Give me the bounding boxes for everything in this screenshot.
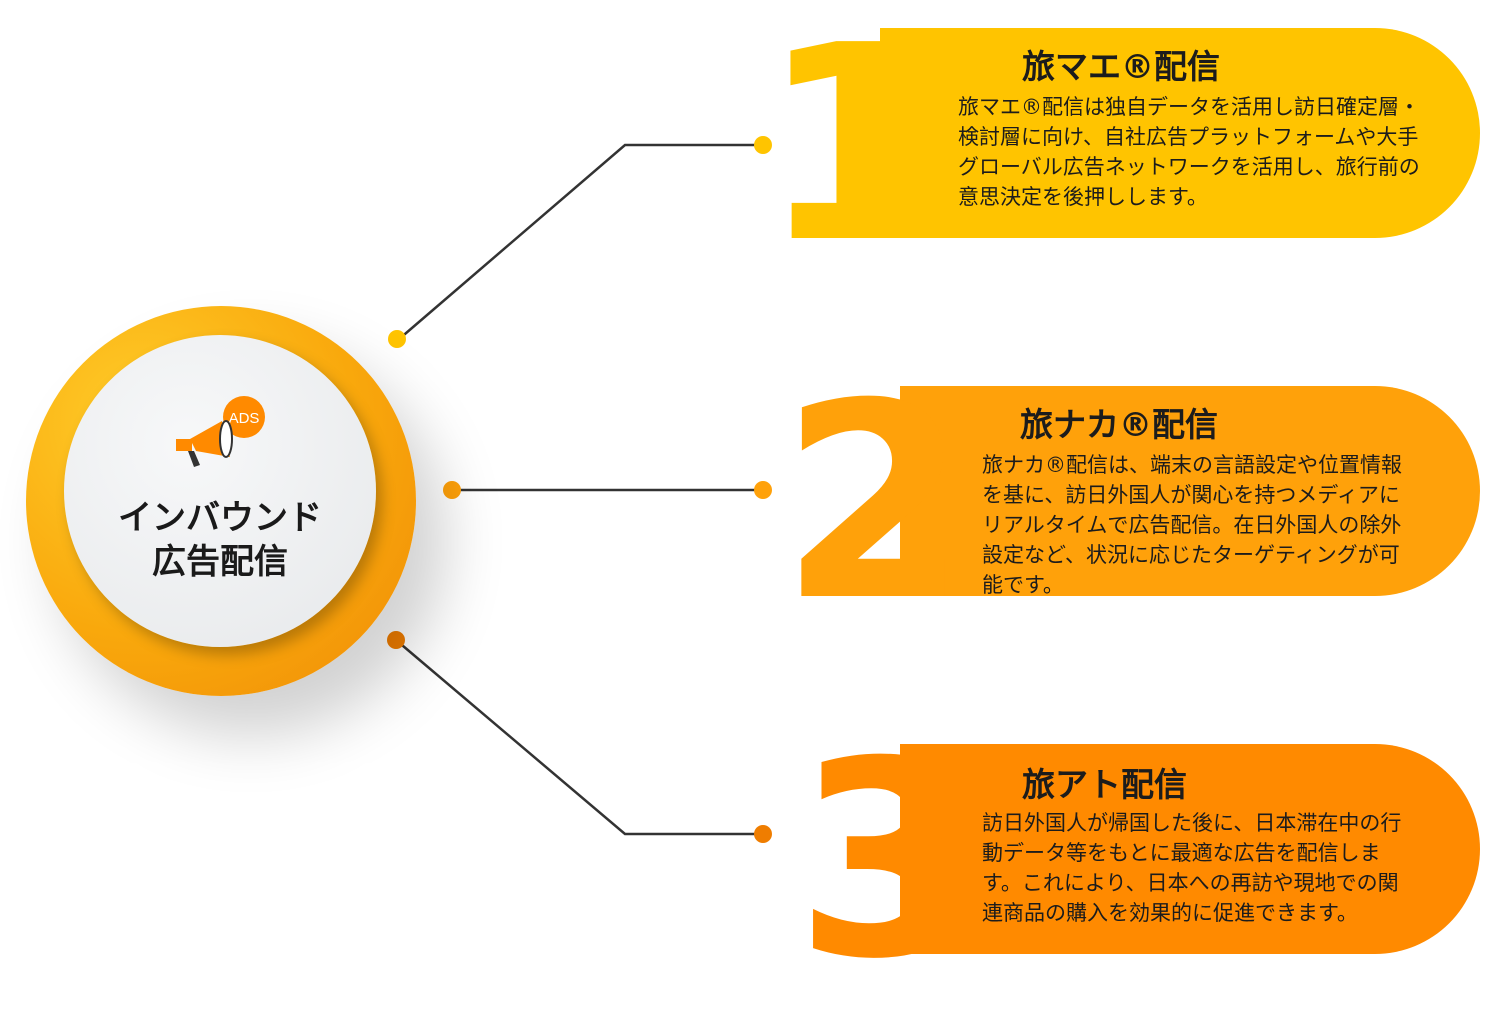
- connector-dot-card-2: [754, 481, 772, 499]
- step-title-1: 旅マエ®配信: [1022, 47, 1220, 86]
- hub-circle: [64, 335, 376, 647]
- step-title-2: 旅ナカ®配信: [1020, 405, 1218, 444]
- step-description-3: 訪日外国人が帰国した後に、日本滞在中の行動データ等をもとに最適な広告を配信します…: [982, 811, 1402, 925]
- ads-badge-text: ADS: [229, 410, 260, 427]
- hub-title: インバウンド 広告配信: [64, 496, 376, 584]
- step-description-2: 旅ナカ®配信は、端末の言語設定や位置情報を基に、訪日外国人が関心を持つメディアに…: [982, 453, 1402, 597]
- step-number-3: 3: [795, 703, 983, 1018]
- connector-dot-card-1: [754, 136, 772, 154]
- step-card-1-bg: [880, 28, 1480, 238]
- hub-title-line2: 広告配信: [152, 542, 288, 582]
- step-title-3: 旅アト配信: [1022, 765, 1187, 804]
- connector-line-1: [397, 143, 763, 341]
- step-number-2: 2: [780, 345, 968, 660]
- step-description-1: 旅マエ®配信は独自データを活用し訪日確定層・検討層に向け、自社広告プラットフォー…: [958, 95, 1420, 209]
- connector-lines: [395, 143, 763, 836]
- connector-dot-hub-top: [388, 330, 406, 348]
- connector-dot-hub-mid: [443, 481, 461, 499]
- megaphone-icon: ADS: [176, 396, 265, 467]
- connector-dot-hub-bottom: [387, 631, 405, 649]
- connector-dot-card-3: [754, 825, 772, 843]
- connector-line-3: [395, 639, 763, 836]
- hub-title-line1: インバウンド: [118, 498, 322, 538]
- step-card-2-bg: [900, 386, 1480, 596]
- step-card-3-bg: [900, 744, 1480, 954]
- step-number-1: 1: [760, 0, 948, 302]
